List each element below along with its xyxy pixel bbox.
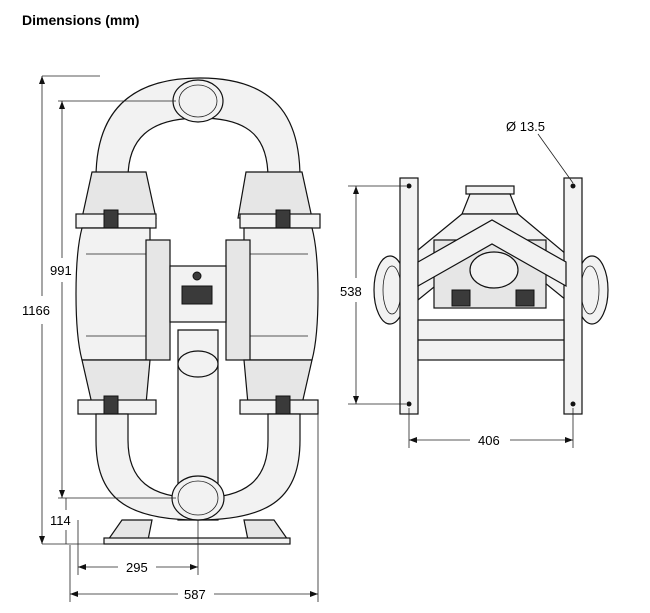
side-view bbox=[373, 177, 609, 415]
mount-hole bbox=[406, 401, 412, 407]
dim-frame-width: 406 bbox=[478, 433, 500, 448]
center-pipe bbox=[177, 329, 219, 521]
left-foot bbox=[106, 519, 153, 541]
dim-frame-height: 538 bbox=[340, 284, 362, 299]
bottom-port bbox=[171, 475, 225, 521]
air-valve bbox=[181, 285, 213, 305]
mount-hole bbox=[570, 183, 576, 189]
front-dimensions: 1166 991 114 295 587 bbox=[22, 75, 319, 602]
side-top-flange bbox=[465, 185, 515, 195]
right-foot bbox=[243, 519, 290, 541]
left-chamber bbox=[75, 227, 151, 361]
dim-hole-diameter: Ø 13.5 bbox=[506, 119, 545, 134]
left-upper-elbow bbox=[81, 171, 157, 219]
frame-left-post bbox=[399, 177, 419, 415]
frame-brace bbox=[417, 219, 567, 288]
base-plate bbox=[103, 537, 291, 545]
dim-outlet-height: 114 bbox=[50, 513, 71, 528]
dim-overall-width: 587 bbox=[184, 587, 206, 602]
frame-right-post bbox=[563, 177, 583, 415]
dim-center-width: 295 bbox=[126, 560, 148, 575]
bottom-manifold bbox=[95, 413, 301, 521]
dim-port-height: 991 bbox=[50, 263, 72, 278]
mount-hole bbox=[570, 401, 576, 407]
right-air-cover bbox=[225, 239, 251, 361]
right-upper-elbow bbox=[237, 171, 313, 219]
page-title: Dimensions (mm) bbox=[22, 12, 140, 28]
front-view bbox=[75, 77, 321, 545]
top-manifold bbox=[95, 77, 301, 179]
left-air-cover bbox=[145, 239, 171, 361]
side-dimensions: Ø 13.5 538 406 bbox=[340, 119, 574, 448]
dim-overall-height: 1166 bbox=[22, 303, 50, 318]
right-chamber bbox=[243, 227, 319, 361]
mount-hole bbox=[406, 183, 412, 189]
top-port bbox=[172, 79, 224, 123]
